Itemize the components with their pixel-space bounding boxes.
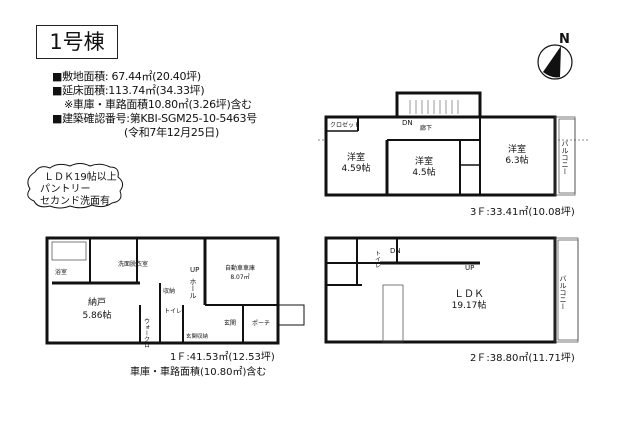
permit-date: (令和7年12月25日) xyxy=(124,126,219,139)
room-name-3f-1: 洋室 xyxy=(347,151,365,163)
north-label: N xyxy=(559,32,570,47)
building-title: 1号棟 xyxy=(36,25,118,59)
room-name-3f-2: 洋室 xyxy=(415,155,433,167)
garage-name: 自動車車庫 xyxy=(225,264,255,272)
storage-name: 納戸 xyxy=(88,296,106,308)
room-size-3f-2: 4.5帖 xyxy=(412,166,435,178)
garage-size: 8.07㎡ xyxy=(230,273,249,281)
site-area: ■敷地面積: 67.44㎡(20.40坪) xyxy=(52,70,201,83)
bath-label: 浴室 xyxy=(55,268,67,276)
hall-label-3f: 廊下 xyxy=(420,124,432,132)
closet-label-1f: ウォークロ xyxy=(143,318,150,348)
ldk-size: 19.17帖 xyxy=(452,299,487,311)
floor-3-plan: クロゼット DN 廊下 洋室 4.59帖 洋室 4.5帖 洋室 6.3帖 バルコ… xyxy=(318,91,590,218)
closet-label-3f: クロゼット xyxy=(330,121,360,129)
floor-1-caption: 1Ｆ:41.53㎡(12.53坪) xyxy=(170,350,275,363)
callout-line-2: パントリー xyxy=(40,183,91,195)
room-size-3f-1: 4.59帖 xyxy=(341,162,370,174)
callout-line-3: セカンド洗面有 xyxy=(40,194,110,207)
ldk-name: ＬＤＫ xyxy=(454,289,484,300)
floor-1-plan: 浴室 洗面脱衣室 収納 トイレ UP ホール 自動車車庫 8.07㎡ 納戸 5.… xyxy=(45,236,305,378)
callout-cloud: ＬＤＫ19帖以上 パントリー セカンド洗面有 xyxy=(27,163,124,209)
dn-label-3f: DN xyxy=(402,119,413,127)
balcony-label-2f: バルコニー xyxy=(559,275,567,310)
floor-1-caption-note: 車庫・車路面積(10.80㎡)含む xyxy=(130,365,266,378)
toilet-label-1f: トイレ xyxy=(164,308,182,315)
porch-label: ポーチ xyxy=(252,319,270,327)
up-label-1f: UP xyxy=(190,266,199,274)
room-name-3f-3: 洋室 xyxy=(508,143,526,155)
floor-2-plan: トイレ DN UP ＬＤＫ 19.17帖 バルコニー 2Ｆ:38.80㎡(11.… xyxy=(324,236,579,364)
toilet-label-2f: トイレ xyxy=(374,250,381,268)
hall-label-1f: ホール xyxy=(189,278,197,299)
floor-area-note: ※車庫・車路面積10.80㎡(3.26坪)含む xyxy=(64,98,252,111)
washroom-label: 洗面脱衣室 xyxy=(118,260,148,268)
up-label-2f: UP xyxy=(465,264,474,272)
balcony-label-3f: バルコニー xyxy=(561,140,569,175)
permit-number: ■建築確認番号:第KBI-SGM25-10-5463号 xyxy=(52,112,257,125)
floor-area: ■延床面積:113.74㎡(34.33坪) xyxy=(52,84,205,97)
dn-label-2f: DN xyxy=(390,247,401,255)
entrance-storage-label: 玄関収納 xyxy=(186,332,209,340)
north-arrow-icon: N xyxy=(537,32,573,80)
storage-size: 5.86帖 xyxy=(82,309,111,321)
floor-2-caption: 2Ｆ:38.80㎡(11.71坪) xyxy=(470,351,575,364)
room-size-3f-3: 6.3帖 xyxy=(505,154,528,166)
callout-line-1: ＬＤＫ19帖以上 xyxy=(44,170,117,183)
entrance-label: 玄関 xyxy=(224,319,236,327)
property-info: ■敷地面積: 67.44㎡(20.40坪) ■延床面積:113.74㎡(34.3… xyxy=(52,70,257,140)
floor-3-caption: 3Ｆ:33.41㎡(10.08坪) xyxy=(470,205,575,218)
storage-small-label: 収納 xyxy=(163,287,175,295)
